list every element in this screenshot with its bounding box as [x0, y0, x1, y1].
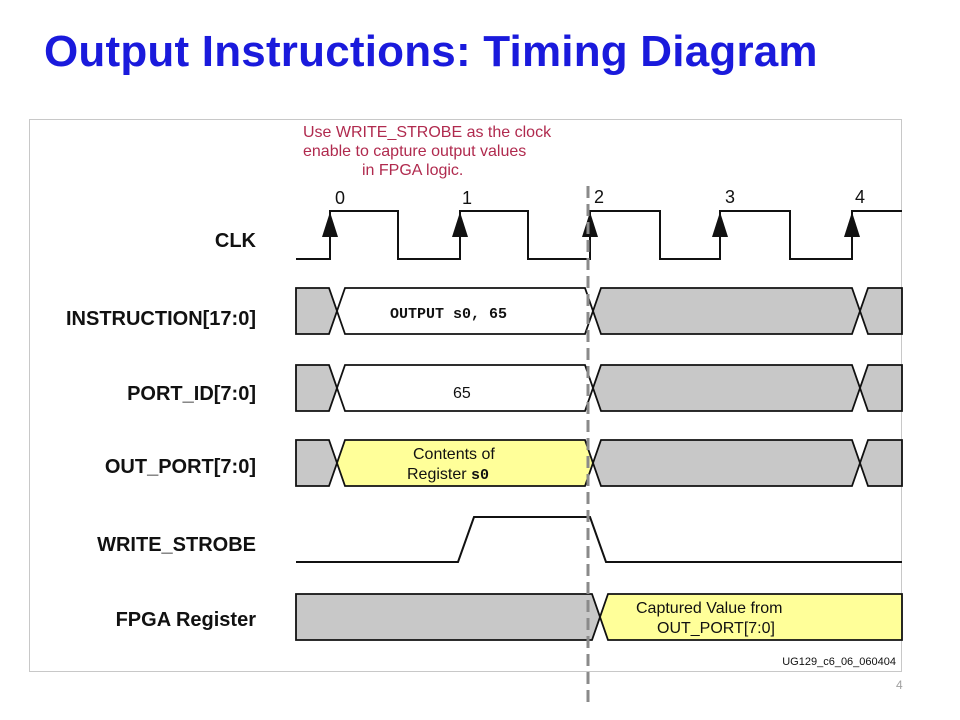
clk-edge-arrow-4	[844, 212, 860, 237]
instruction-bus-invalid-end	[859, 287, 903, 335]
signal-label-fpga-register: FPGA Register	[116, 609, 257, 631]
out-port-value-line-2-code: s0	[471, 467, 489, 484]
out-port-bus-invalid-end	[859, 439, 903, 487]
page-number: 4	[896, 678, 903, 692]
clk-edge-arrow-1	[452, 212, 468, 237]
clk-edge-arrow-0	[322, 212, 338, 237]
signal-label-instruction: INSTRUCTION[17:0]	[66, 308, 256, 330]
signal-label-port-id: PORT_ID[7:0]	[127, 383, 256, 405]
port-id-bus	[295, 364, 903, 412]
out-port-bus-invalid-start	[295, 439, 338, 487]
port-id-bus-invalid-mid	[592, 364, 861, 412]
fpga-register-bus-invalid	[295, 593, 601, 641]
clock-edge-label-2: 2	[594, 187, 604, 207]
annotation-line-3: in FPGA logic.	[362, 162, 463, 179]
instruction-bus-invalid-mid	[592, 287, 861, 335]
out-port-bus-valid	[336, 439, 594, 487]
instruction-bus	[295, 287, 903, 335]
port-id-bus-invalid-start	[295, 364, 338, 412]
out-port-value-line-1: Contents of	[413, 446, 495, 463]
clk-edge-arrow-3	[712, 212, 728, 237]
fpga-register-value-line-1: Captured Value from	[636, 600, 782, 617]
instruction-bus-valid	[336, 287, 594, 335]
signal-label-clk: CLK	[215, 230, 257, 252]
annotation-line-2: enable to capture output values	[303, 143, 526, 160]
out-port-value-line-2-text: Register	[407, 466, 471, 483]
clock-edge-label-0: 0	[335, 188, 345, 208]
write-strobe-waveform	[296, 516, 902, 563]
clock-edge-label-1: 1	[462, 188, 472, 208]
fpga-register-value-line-2: OUT_PORT[7:0]	[657, 620, 775, 637]
clk-waveform	[296, 210, 902, 260]
fpga-register-bus	[295, 593, 903, 641]
port-id-bus-valid	[336, 364, 594, 412]
annotation-line-1: Use WRITE_STROBE as the clock	[303, 124, 552, 141]
out-port-bus-invalid-mid	[592, 439, 861, 487]
port-id-value: 65	[453, 385, 471, 402]
port-id-bus-invalid-end	[859, 364, 903, 412]
out-port-bus	[295, 439, 903, 487]
instruction-value: OUTPUT s0, 65	[390, 306, 507, 323]
signal-label-write-strobe: WRITE_STROBE	[97, 534, 256, 556]
signal-label-out-port: OUT_PORT[7:0]	[105, 456, 256, 478]
slide-title: Output Instructions: Timing Diagram	[44, 27, 818, 76]
instruction-bus-invalid-start	[295, 287, 338, 335]
figure-reference: UG129_c6_06_060404	[782, 656, 896, 668]
clock-edge-label-4: 4	[855, 187, 865, 207]
clk-edge-arrow-2	[582, 212, 598, 237]
fpga-register-bus-valid	[599, 593, 903, 641]
out-port-value-line-2: Register s0	[407, 466, 489, 484]
clock-edge-label-3: 3	[725, 187, 735, 207]
